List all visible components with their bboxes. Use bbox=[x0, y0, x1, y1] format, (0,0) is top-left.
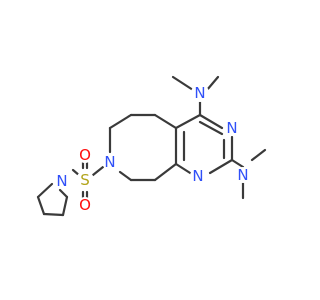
bond bbox=[36, 195, 46, 216]
bond bbox=[58, 188, 69, 199]
label-background bbox=[54, 173, 70, 189]
bond bbox=[198, 113, 224, 130]
oxygen-label: O bbox=[79, 196, 91, 214]
bonds bbox=[36, 75, 267, 217]
nitrogen-label: N bbox=[104, 153, 115, 171]
label-background bbox=[76, 171, 94, 189]
bond bbox=[61, 195, 69, 217]
bond bbox=[208, 158, 234, 175]
bond bbox=[171, 75, 195, 92]
bond bbox=[153, 162, 178, 182]
label-background bbox=[224, 120, 240, 136]
bond bbox=[205, 75, 220, 92]
bond bbox=[91, 165, 105, 177]
label-background bbox=[77, 197, 93, 213]
bond bbox=[153, 113, 178, 130]
bond bbox=[108, 113, 133, 130]
label-background bbox=[191, 84, 209, 102]
bond bbox=[42, 212, 65, 217]
bond bbox=[174, 113, 202, 130]
label-background bbox=[190, 168, 206, 184]
sulfur-label: S bbox=[80, 171, 90, 189]
bond bbox=[36, 182, 54, 199]
atom-labels: N N N N N S O O N bbox=[54, 84, 251, 214]
nitrogen-label: N bbox=[192, 167, 203, 185]
bond bbox=[198, 120, 224, 136]
nitrogen-label: N bbox=[56, 172, 67, 190]
nitrogen-label: N bbox=[237, 166, 248, 184]
nitrogen-label: N bbox=[194, 84, 205, 102]
nitrogen-label: N bbox=[226, 119, 237, 137]
oxygen-label: O bbox=[79, 146, 91, 164]
label-background bbox=[102, 154, 118, 170]
bond bbox=[250, 148, 267, 162]
molecule-structure-diagram: N N N N N S O O N bbox=[36, 75, 267, 217]
bond bbox=[230, 158, 245, 169]
label-background bbox=[235, 167, 251, 183]
bond bbox=[118, 170, 133, 182]
label-background bbox=[77, 147, 93, 163]
